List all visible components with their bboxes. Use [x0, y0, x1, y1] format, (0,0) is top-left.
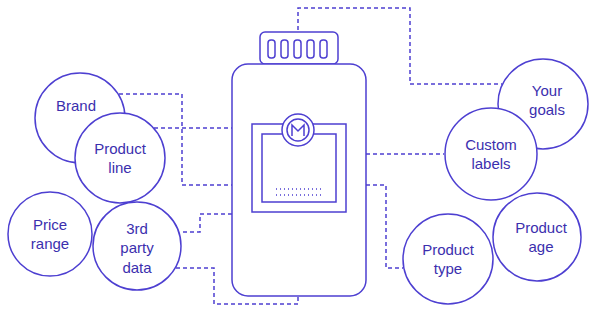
topic-label: Brand — [56, 96, 96, 116]
circle-outline — [492, 192, 582, 282]
topic-circle: Product age — [492, 192, 582, 282]
circle-shape — [493, 193, 581, 281]
emblem — [282, 114, 314, 146]
circle-content: Product line — [74, 112, 166, 204]
circle-content: Product type — [402, 213, 494, 305]
circle-content: Custom labels — [444, 107, 538, 201]
topic-circle: Price range — [7, 191, 93, 277]
topic-label: Product line — [85, 139, 155, 178]
topic-label: Price range — [24, 215, 76, 254]
cap-slot — [294, 40, 301, 58]
circle-outline — [7, 191, 93, 277]
leader-line — [180, 214, 232, 232]
topic-circle: Custom labels — [444, 107, 538, 201]
leader-line — [154, 127, 232, 129]
bottle-icon — [232, 32, 366, 296]
circle-content: Product age — [492, 192, 582, 282]
emblem-ring — [287, 119, 309, 141]
topic-circle: Product type — [402, 213, 494, 305]
cap-slot — [268, 40, 275, 58]
topic-circle: Product line — [74, 112, 166, 204]
circle-content: Price range — [7, 191, 93, 277]
cap-slot — [307, 40, 314, 58]
topic-label: 3rd party data — [114, 219, 160, 278]
topic-label: Product age — [509, 218, 573, 257]
topic-label: Your goals — [521, 81, 573, 120]
cap-slot — [281, 40, 288, 58]
leader-line — [366, 153, 444, 155]
circle-shape — [445, 108, 537, 200]
circle-shape — [403, 214, 493, 304]
circle-content: 3rd party data — [92, 201, 182, 291]
bottle-body — [232, 64, 366, 296]
circle-shape — [93, 202, 181, 290]
circle-outline — [74, 112, 166, 204]
topic-label: Product type — [416, 240, 480, 279]
label-dots — [276, 189, 322, 195]
topic-circle: 3rd party data — [92, 201, 182, 291]
cap-slot — [320, 40, 327, 58]
circle-outline — [444, 107, 538, 201]
topic-label: Custom labels — [459, 135, 523, 174]
circle-outline — [402, 213, 494, 305]
bottle-cap — [260, 32, 338, 64]
circle-shape — [75, 113, 165, 203]
emblem-logo — [292, 125, 304, 136]
leader-line — [366, 185, 403, 268]
circle-shape — [8, 192, 92, 276]
